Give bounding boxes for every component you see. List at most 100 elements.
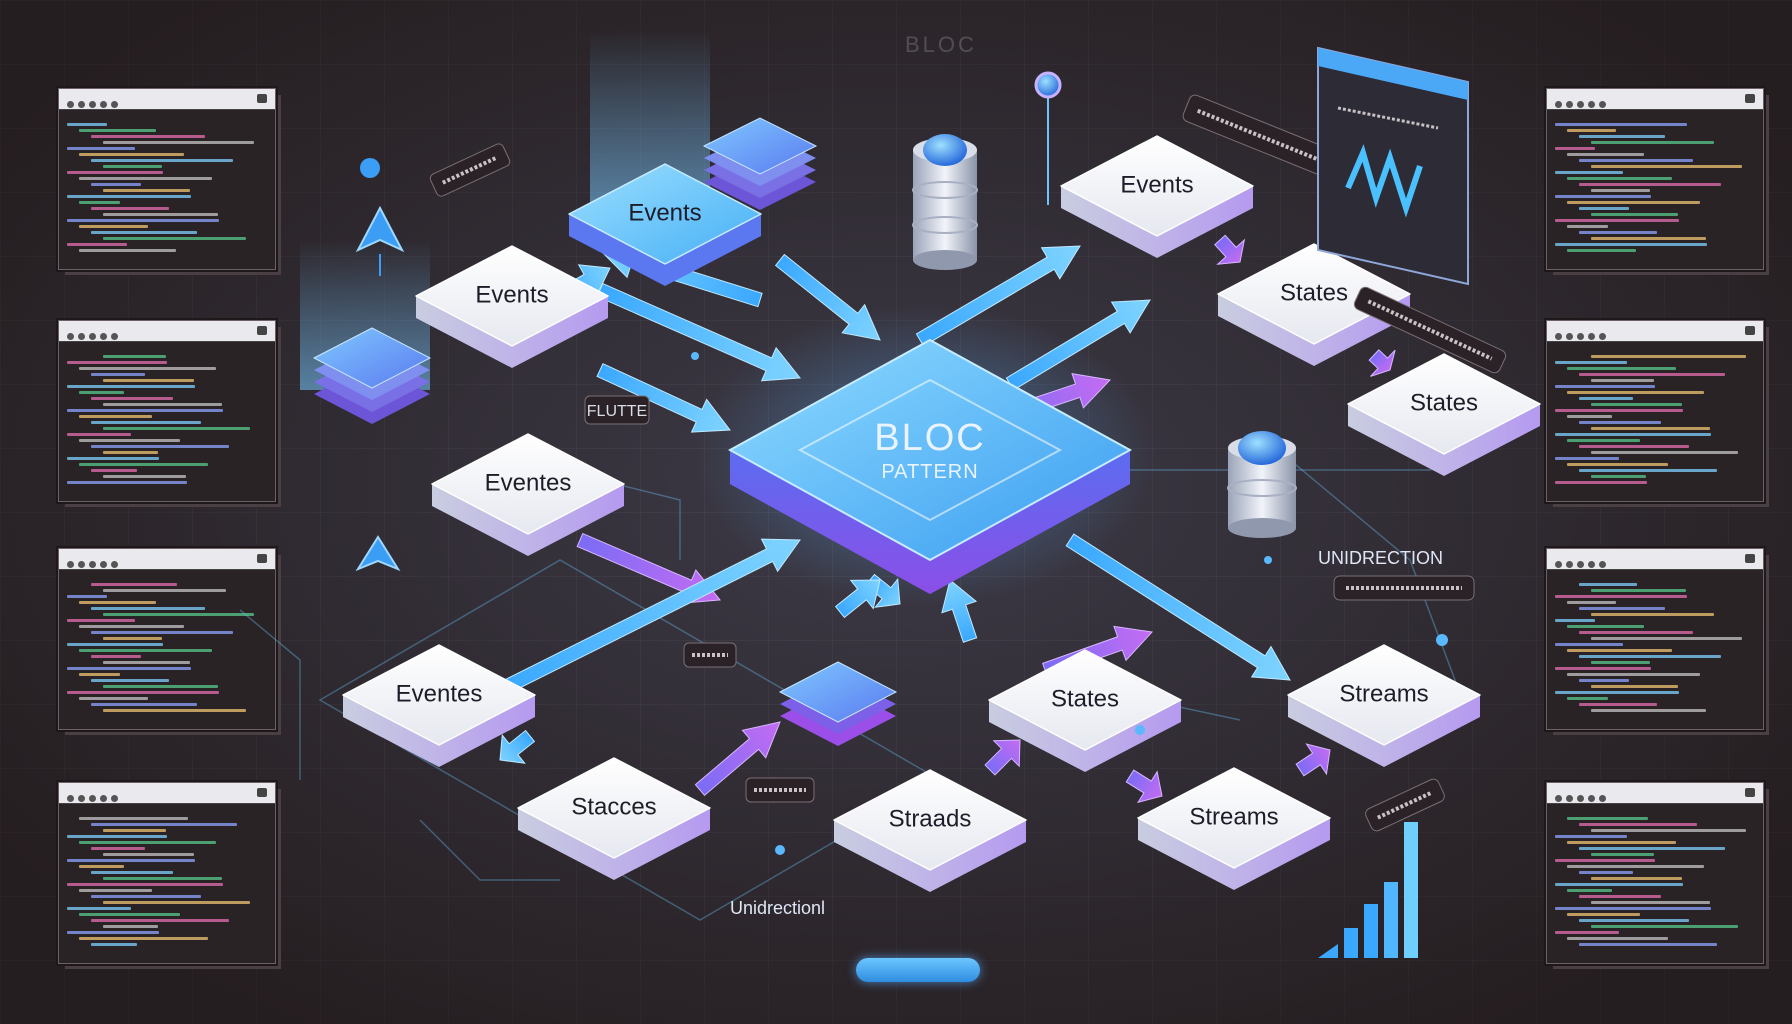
code-line bbox=[1579, 469, 1717, 472]
code-line bbox=[1567, 697, 1608, 700]
code-line bbox=[79, 391, 124, 394]
code-line bbox=[1567, 249, 1636, 252]
code-window-titlebar bbox=[1547, 549, 1763, 570]
code-line bbox=[1579, 183, 1721, 186]
code-line bbox=[91, 679, 169, 682]
code-line bbox=[91, 703, 197, 706]
code-line bbox=[91, 655, 141, 658]
code-line bbox=[103, 427, 250, 430]
code-lines bbox=[59, 804, 275, 959]
code-line bbox=[103, 213, 218, 216]
code-line bbox=[91, 607, 205, 610]
code-line bbox=[1579, 847, 1725, 850]
code-line bbox=[1567, 865, 1704, 868]
code-line bbox=[103, 355, 166, 358]
tag-chip bbox=[429, 143, 511, 197]
code-line bbox=[91, 445, 229, 448]
code-line bbox=[67, 481, 187, 484]
code-line bbox=[1591, 661, 1650, 664]
bottom-badge bbox=[856, 958, 980, 982]
code-line bbox=[1555, 433, 1711, 436]
code-line bbox=[1579, 397, 1633, 400]
code-line bbox=[1579, 231, 1657, 234]
code-window-left-1 bbox=[58, 88, 276, 270]
code-line bbox=[1567, 673, 1700, 676]
code-window-left-4 bbox=[58, 782, 276, 964]
tag-chip: FLUTTE bbox=[584, 395, 650, 425]
node-label: Stacces bbox=[571, 793, 656, 820]
code-line bbox=[79, 889, 152, 892]
code-line bbox=[91, 895, 201, 898]
flutter-logo-icon bbox=[355, 158, 405, 276]
code-window-titlebar bbox=[1547, 783, 1763, 804]
node-label: Straads bbox=[889, 805, 972, 832]
code-window-titlebar bbox=[59, 783, 275, 804]
code-line bbox=[103, 403, 222, 406]
code-line bbox=[67, 667, 191, 670]
code-line bbox=[1579, 583, 1637, 586]
code-line bbox=[1591, 709, 1706, 712]
code-window-titlebar bbox=[59, 89, 275, 110]
code-window-left-3 bbox=[58, 548, 276, 730]
bloc-hub: BLOC PATTERN bbox=[727, 338, 1133, 594]
code-line bbox=[1555, 619, 1595, 622]
code-line bbox=[79, 841, 216, 844]
code-line bbox=[103, 165, 162, 168]
code-line bbox=[91, 207, 169, 210]
code-line bbox=[1579, 895, 1661, 898]
code-line bbox=[79, 625, 184, 628]
diagram-node: Straads bbox=[833, 769, 1027, 892]
code-line bbox=[1555, 643, 1623, 646]
code-line bbox=[103, 925, 158, 928]
decor-dots bbox=[691, 352, 1448, 855]
code-line bbox=[91, 943, 137, 946]
code-line bbox=[1579, 159, 1693, 162]
code-line bbox=[79, 463, 208, 466]
tag-chip bbox=[745, 777, 815, 803]
code-line bbox=[1567, 201, 1700, 204]
code-line bbox=[103, 451, 158, 454]
code-line bbox=[1579, 135, 1665, 138]
code-line bbox=[91, 397, 173, 400]
code-line bbox=[1555, 409, 1683, 412]
code-line bbox=[1555, 667, 1651, 670]
code-line bbox=[1555, 595, 1687, 598]
code-line bbox=[1579, 373, 1725, 376]
code-line bbox=[67, 883, 223, 886]
code-line bbox=[67, 409, 223, 412]
node-label: Eventes bbox=[396, 680, 483, 707]
ghost-title: BLOC bbox=[905, 32, 977, 57]
code-line bbox=[1579, 919, 1689, 922]
code-line bbox=[79, 649, 212, 652]
code-line bbox=[1591, 237, 1706, 240]
flow-arrow bbox=[1065, 533, 1291, 681]
flow-arrow bbox=[774, 253, 881, 341]
flutter-logo-icon bbox=[355, 535, 401, 572]
code-line bbox=[1567, 937, 1668, 940]
code-line bbox=[103, 877, 222, 880]
code-line bbox=[1555, 691, 1679, 694]
code-line bbox=[1591, 589, 1686, 592]
code-line bbox=[103, 237, 246, 240]
code-line bbox=[1567, 367, 1676, 370]
hub-subtitle: PATTERN bbox=[881, 461, 978, 483]
code-line bbox=[79, 697, 148, 700]
code-window-right-2 bbox=[1546, 320, 1764, 502]
code-lines bbox=[59, 342, 275, 497]
node-label: Streams bbox=[1339, 680, 1428, 707]
node-label: Events bbox=[1120, 171, 1193, 198]
bar-chart-icon bbox=[1318, 822, 1418, 958]
code-line bbox=[67, 361, 167, 364]
code-line bbox=[1567, 225, 1608, 228]
chart-card-icon bbox=[1317, 46, 1469, 286]
code-line bbox=[67, 907, 131, 910]
code-line bbox=[1591, 685, 1678, 688]
code-window-titlebar bbox=[59, 321, 275, 342]
code-line bbox=[1567, 601, 1616, 604]
code-line bbox=[67, 859, 195, 862]
code-line bbox=[1567, 841, 1676, 844]
diagram-node: Streams bbox=[1137, 767, 1331, 890]
flow-arrow bbox=[941, 579, 978, 643]
code-line bbox=[103, 141, 254, 144]
